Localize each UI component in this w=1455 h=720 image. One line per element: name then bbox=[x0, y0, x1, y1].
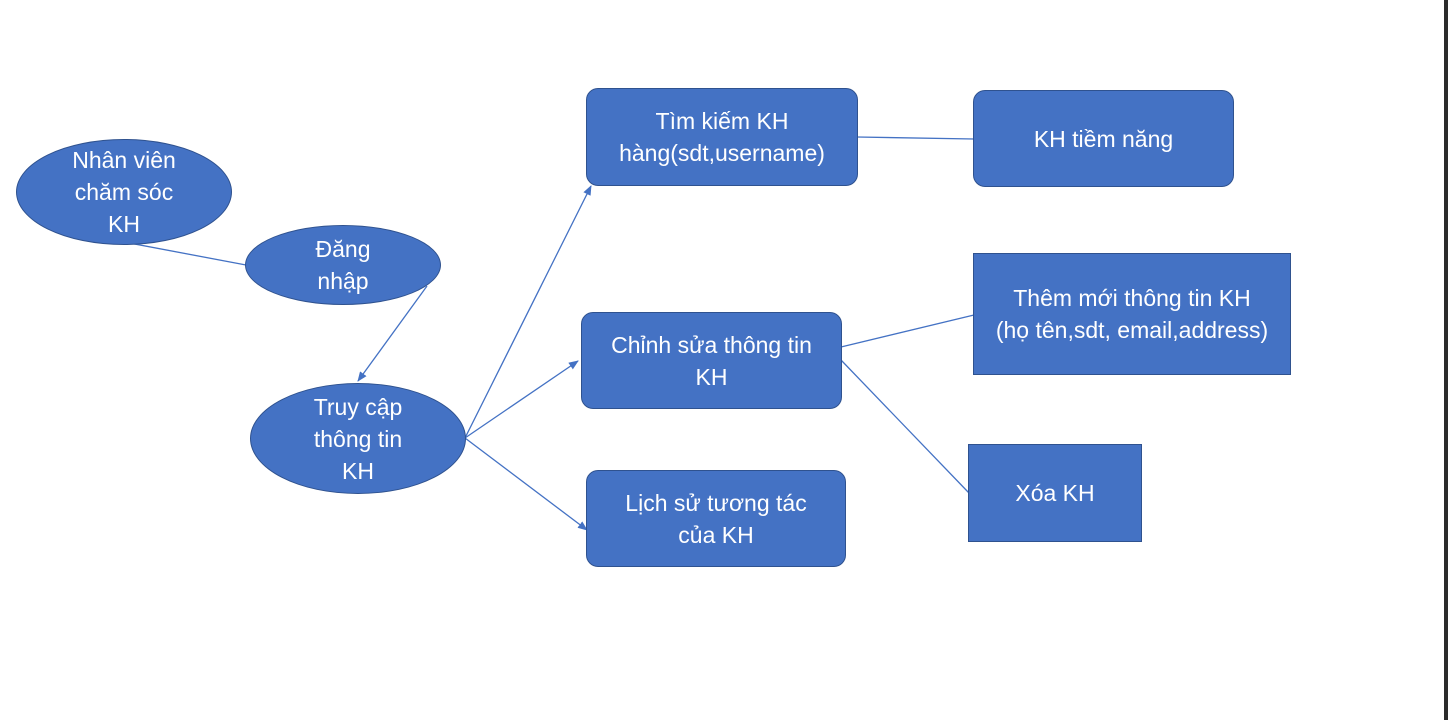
node-potential-label: KH tiềm năng bbox=[1033, 125, 1174, 152]
node-search-label: Tìm kiếm KH hàng(sdt,username) bbox=[619, 108, 825, 166]
node-delete[interactable]: Xóa KH bbox=[968, 444, 1142, 542]
edge-staff-login bbox=[123, 241, 247, 266]
edge-access-search bbox=[464, 185, 592, 439]
node-potential[interactable]: KH tiềm năng bbox=[973, 90, 1234, 187]
node-login-label: Đăng nhập bbox=[315, 236, 371, 294]
window-edge bbox=[1444, 0, 1448, 720]
node-add-label: Thêm mới thông tin KH (họ tên,sdt, email… bbox=[995, 285, 1269, 343]
node-access[interactable]: Truy cập thông tin KH bbox=[250, 383, 466, 494]
node-history[interactable]: Lịch sử tương tác của KH bbox=[586, 470, 846, 567]
edge-edit-delete bbox=[840, 359, 970, 494]
edge-login-access bbox=[357, 285, 428, 382]
node-access-label: Truy cập thông tin KH bbox=[313, 393, 403, 484]
node-login[interactable]: Đăng nhập bbox=[245, 225, 441, 305]
node-staff-label: Nhân viên chăm sóc KH bbox=[72, 147, 176, 237]
node-staff[interactable]: Nhân viên chăm sóc KH bbox=[16, 139, 232, 245]
edge-search-potential bbox=[856, 136, 975, 140]
node-edit[interactable]: Chỉnh sửa thông tin KH bbox=[581, 312, 842, 409]
node-delete-label: Xóa KH bbox=[1015, 480, 1095, 506]
edge-access-history bbox=[464, 437, 588, 531]
edge-edit-add bbox=[840, 314, 975, 348]
edge-access-edit bbox=[464, 360, 579, 439]
node-search[interactable]: Tìm kiếm KH hàng(sdt,username) bbox=[586, 88, 858, 186]
node-add[interactable]: Thêm mới thông tin KH (họ tên,sdt, email… bbox=[973, 253, 1291, 375]
node-history-label: Lịch sử tương tác của KH bbox=[625, 489, 807, 548]
node-edit-label: Chỉnh sửa thông tin KH bbox=[611, 331, 812, 390]
